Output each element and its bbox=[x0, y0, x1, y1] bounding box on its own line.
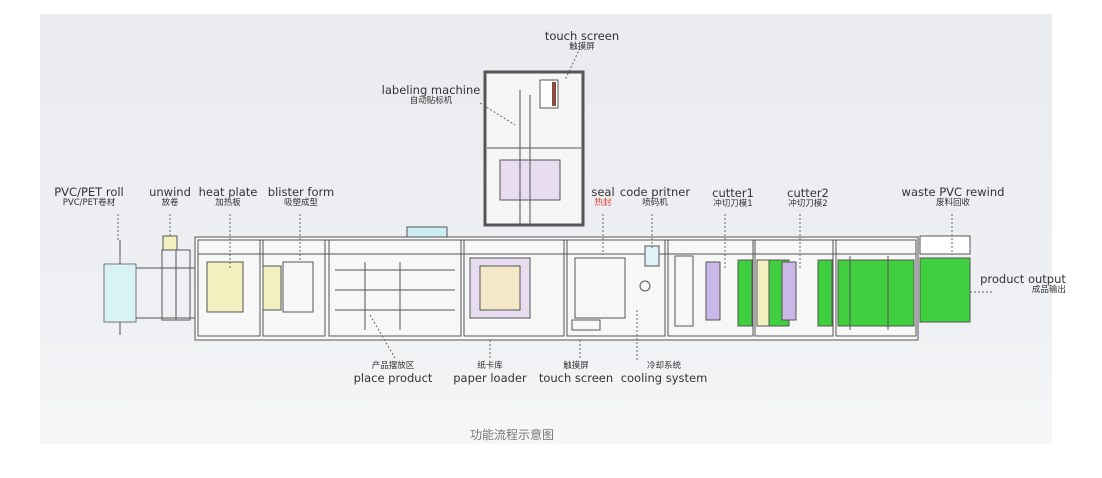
label-en: touch screen bbox=[544, 29, 620, 43]
label-en: labeling machine bbox=[381, 83, 481, 97]
label-zh: 冷却系统 bbox=[646, 361, 682, 371]
label-en: cutter1 bbox=[712, 186, 754, 200]
label-en: product output bbox=[980, 272, 1066, 286]
label-zh: 喷码机 bbox=[642, 198, 668, 209]
place-product-rails bbox=[335, 262, 455, 330]
leader-lines bbox=[117, 47, 993, 360]
label-zh: 触摸屏 bbox=[569, 42, 595, 53]
label-zh: 自动贴标机 bbox=[409, 96, 453, 107]
label-zh: 冲切刀模1 bbox=[713, 199, 753, 210]
label-zh: 冲切刀模2 bbox=[788, 199, 828, 210]
label-zh: 产品摆放区 bbox=[371, 361, 415, 371]
pvc-roll bbox=[103, 240, 195, 335]
label-zh: 吸塑成型 bbox=[283, 198, 318, 209]
last-module bbox=[837, 256, 915, 330]
output-unit bbox=[919, 235, 971, 323]
cutter2 bbox=[756, 259, 833, 327]
label-zh: 触摸屏 bbox=[563, 361, 589, 371]
label-zh: PVC/PET卷材 bbox=[62, 198, 116, 209]
cutter1 bbox=[674, 255, 753, 327]
diagram-caption: 功能流程示意图 bbox=[469, 428, 555, 442]
label-en: heat plate bbox=[198, 185, 258, 199]
label-en: place product bbox=[353, 370, 433, 385]
label-en: waste PVC rewind bbox=[901, 185, 1005, 199]
label-zh: 纸卡库 bbox=[477, 361, 503, 371]
label-en: seal bbox=[591, 185, 615, 199]
label-en: cooling system bbox=[620, 370, 708, 385]
label-en: code pritner bbox=[619, 185, 691, 199]
machine-body bbox=[194, 226, 919, 341]
label-zh: 热封 bbox=[594, 198, 612, 209]
label-en: touch screen bbox=[538, 370, 614, 385]
paper-loader bbox=[469, 257, 531, 319]
heat-plate bbox=[206, 261, 314, 313]
label-zh: 放卷 bbox=[161, 198, 179, 209]
label-en: cutter2 bbox=[787, 186, 829, 200]
seal-unit bbox=[571, 245, 660, 331]
label-en: blister form bbox=[267, 185, 335, 199]
label-en: unwind bbox=[149, 185, 191, 199]
label-en: PVC/PET roll bbox=[54, 185, 124, 199]
labeling-tower bbox=[483, 70, 585, 227]
label-zh: 加热板 bbox=[215, 198, 241, 209]
label-en: paper loader bbox=[453, 370, 527, 385]
label-zh: 成品输出 bbox=[1031, 285, 1066, 296]
label-zh: 废料回收 bbox=[935, 198, 971, 209]
unwind-unit bbox=[161, 235, 191, 321]
